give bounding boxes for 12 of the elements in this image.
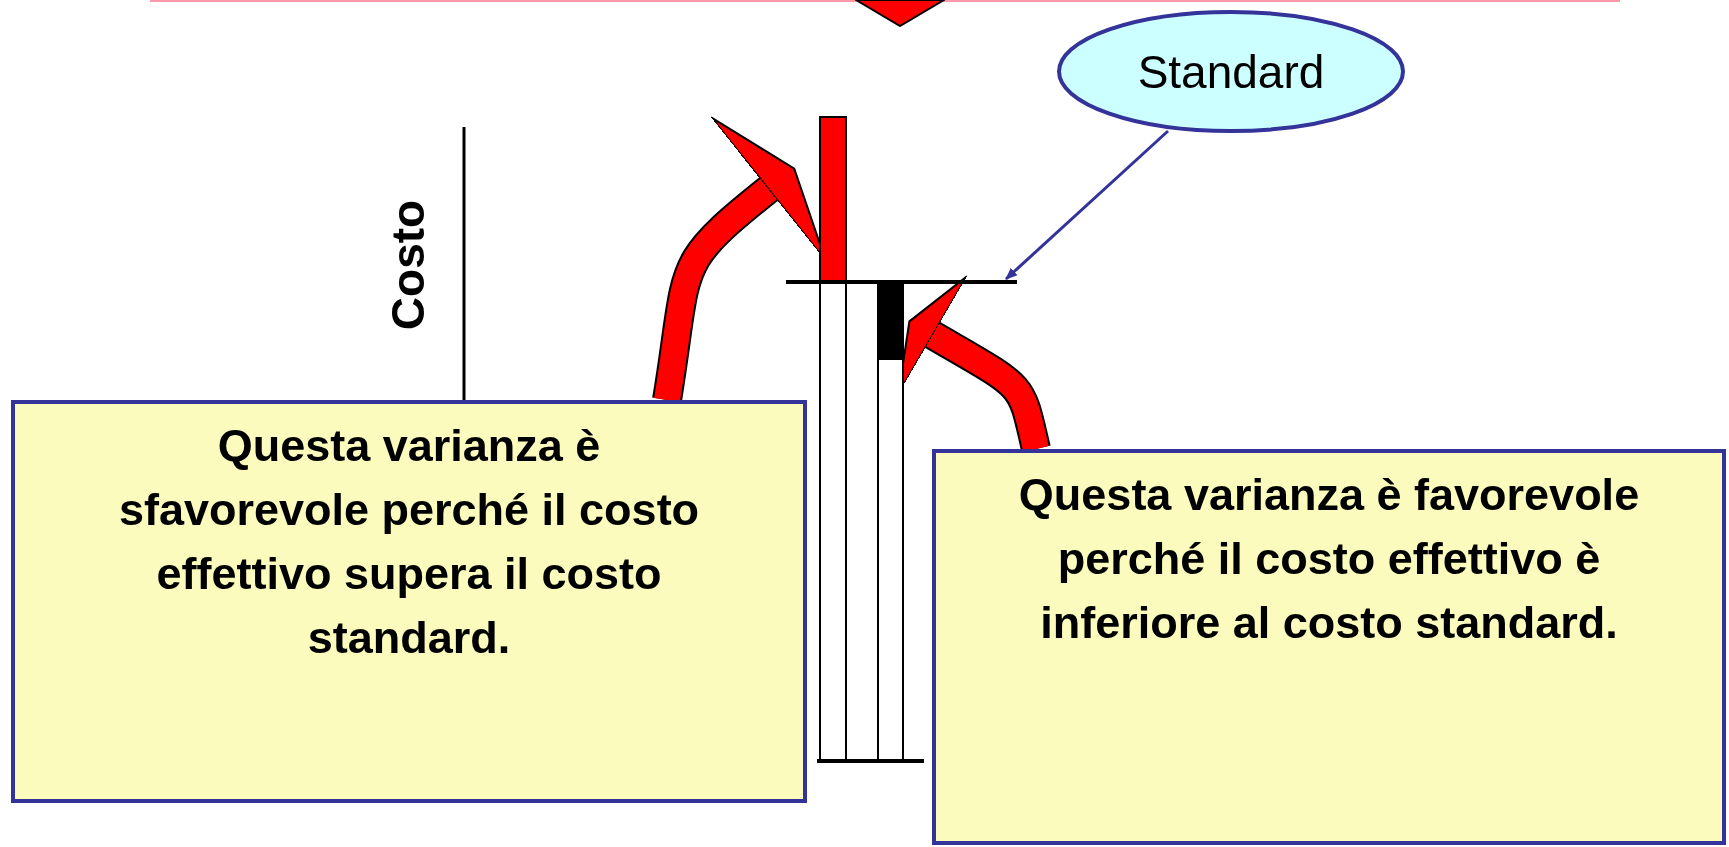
standard-ellipse (1056, 9, 1406, 134)
ellipse-label: Standard (1137, 44, 1325, 99)
callout-box (11, 400, 807, 803)
bar-segment (819, 282, 847, 761)
bar-segment (819, 116, 847, 282)
triangle-shape (855, 0, 945, 27)
callout-text: Questa varianza è favorevole perché il costo effettivo è inferiore al costo standard. (1017, 468, 1641, 650)
callout-box (932, 449, 1726, 845)
bar-segment (877, 358, 904, 761)
callout-text: Questa varianza è sfavorevole perché il costo effettivo supera il costo standard. (117, 419, 701, 665)
axis-label: Costo (381, 199, 435, 331)
bar-segment (877, 282, 904, 358)
